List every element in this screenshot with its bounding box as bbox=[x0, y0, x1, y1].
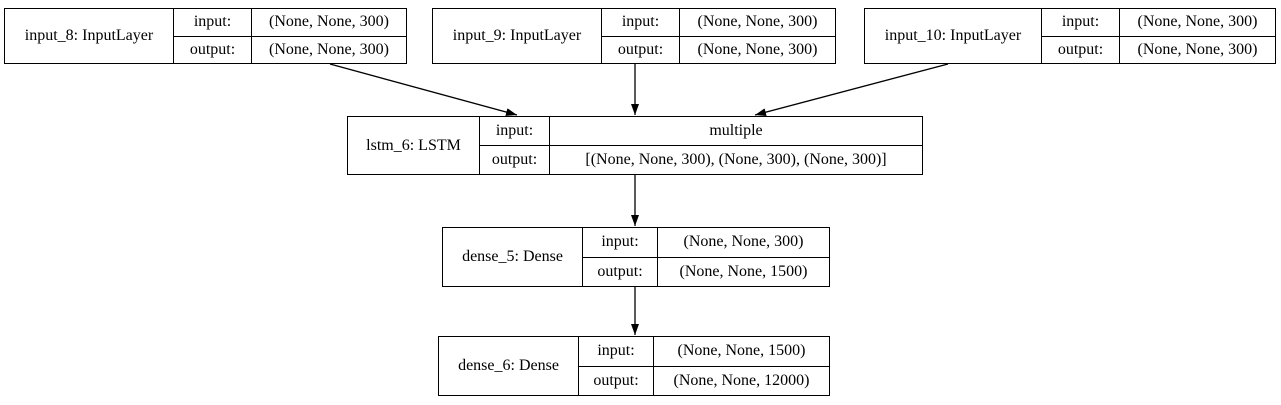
output-shape: (None, None, 300) bbox=[697, 40, 818, 58]
output-label: output: bbox=[602, 36, 680, 63]
input-shape: (None, None, 300) bbox=[697, 13, 818, 31]
output-shape: (None, None, 300) bbox=[269, 40, 389, 58]
layer-title: input_8: InputLayer bbox=[5, 9, 174, 63]
layer-title: dense_5: Dense bbox=[443, 228, 583, 286]
layer-title: lstm_6: LSTM bbox=[348, 117, 480, 174]
output-label: output: bbox=[579, 366, 654, 395]
input-label: input: bbox=[1042, 9, 1120, 36]
output-label: output: bbox=[583, 257, 658, 286]
layer-title: input_9: InputLayer bbox=[433, 9, 602, 63]
input-shape: (None, None, 300) bbox=[683, 233, 804, 251]
layer-node-dense_6: dense_6: Dense input: (None, None, 1500)… bbox=[438, 336, 830, 396]
output-label: output: bbox=[480, 146, 550, 174]
output-label: output: bbox=[1042, 36, 1120, 63]
input-label: input: bbox=[579, 337, 654, 366]
edge-input_10-to-lstm_6-arrow bbox=[754, 63, 949, 117]
output-shape: (None, None, 300) bbox=[1137, 40, 1258, 58]
layer-node-input_9: input_9: InputLayer input: (None, None, … bbox=[432, 8, 836, 64]
input-label: input: bbox=[480, 117, 550, 145]
layer-node-input_10: input_10: InputLayer input: (None, None,… bbox=[864, 8, 1276, 64]
layer-title: input_10: InputLayer bbox=[865, 9, 1042, 63]
layer-node-input_8: input_8: InputLayer input: (None, None, … bbox=[4, 8, 407, 64]
input-shape: (None, None, 300) bbox=[269, 13, 389, 31]
layer-node-lstm_6: lstm_6: LSTM input: multiple output: [(N… bbox=[347, 116, 923, 175]
input-shape: (None, None, 1500) bbox=[677, 342, 806, 360]
output-label: output: bbox=[174, 36, 252, 63]
input-label: input: bbox=[602, 9, 680, 36]
input-shape: (None, None, 300) bbox=[1137, 13, 1258, 31]
output-shape: (None, None, 12000) bbox=[673, 371, 810, 389]
edge-input_8-to-lstm_6-arrow bbox=[329, 63, 518, 116]
input-label: input: bbox=[174, 9, 252, 36]
layer-title: dense_6: Dense bbox=[439, 337, 579, 395]
output-shape: (None, None, 1500) bbox=[679, 262, 808, 280]
input-shape: multiple bbox=[709, 122, 763, 139]
layer-node-dense_5: dense_5: Dense input: (None, None, 300) … bbox=[442, 227, 830, 287]
output-shape: [(None, None, 300), (None, 300), (None, … bbox=[585, 151, 887, 168]
input-label: input: bbox=[583, 228, 658, 257]
